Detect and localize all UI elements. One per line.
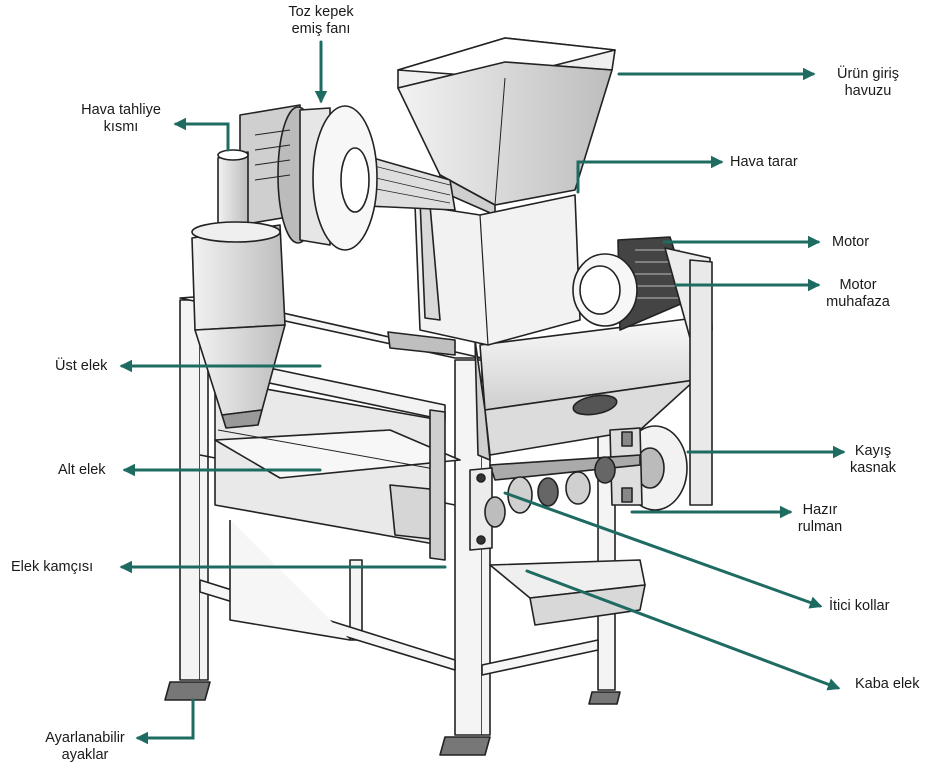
pulley-assembly bbox=[609, 425, 688, 511]
label-kayis-kasnak: Kayış kasnak bbox=[838, 443, 908, 477]
arrow-hava-tahliye bbox=[173, 117, 230, 152]
label-motor-muhafaza: Motor muhafaza bbox=[818, 277, 898, 311]
shaft-bearings bbox=[469, 454, 641, 551]
callout-arrows bbox=[119, 40, 846, 745]
label-kayis-kasnak-line2: kasnak bbox=[850, 460, 896, 476]
label-ayarlanabilir-line2: ayaklar bbox=[61, 747, 109, 763]
label-urun-giris-line1: Ürün giriş bbox=[836, 66, 900, 82]
label-itici-kollar: İtici kollar bbox=[829, 598, 890, 614]
label-kaba-elek: Kaba elek bbox=[855, 676, 920, 692]
label-hava-tahliye-line1: Hava tahliye bbox=[81, 102, 161, 118]
label-motor: Motor bbox=[832, 234, 870, 250]
cyclone bbox=[191, 149, 286, 429]
label-hava-tahliye-kismi: Hava tahliye kısmı bbox=[66, 102, 176, 136]
label-ust-elek: Üst elek bbox=[55, 358, 108, 374]
screen-box bbox=[214, 364, 646, 626]
label-motor-muhafaza-line1: Motor bbox=[839, 277, 877, 293]
label-elek-kamcisi: Elek kamçısı bbox=[11, 559, 94, 575]
label-hava-tarar: Hava tarar bbox=[730, 154, 798, 170]
label-motor-muhafaza-line2: muhafaza bbox=[826, 294, 890, 310]
arrow-kaba-elek bbox=[525, 569, 841, 691]
main-housing bbox=[474, 317, 696, 461]
label-hava-tahliye-line2: kısmı bbox=[103, 119, 139, 135]
air-channel bbox=[387, 194, 581, 356]
label-toz-kepek-line2: emiş fanı bbox=[291, 21, 351, 37]
hopper bbox=[397, 37, 616, 216]
label-kayis-kasnak-line1: Kayış bbox=[854, 443, 892, 459]
label-urun-giris-havuzu: Ürün giriş havuzu bbox=[818, 66, 918, 100]
arrow-itici-kollar bbox=[503, 491, 823, 609]
label-toz-kepek-line1: Toz kepek bbox=[288, 4, 354, 20]
label-hazir-rulman-line1: Hazır bbox=[802, 502, 838, 518]
machine-illustration bbox=[164, 37, 713, 756]
motor bbox=[572, 236, 713, 506]
label-toz-kepek-emis-fani: Toz kepek emiş fanı bbox=[276, 4, 366, 38]
label-ayarlanabilir-line1: Ayarlanabilir bbox=[45, 730, 125, 746]
label-ayarlanabilir-ayaklar: Ayarlanabilir ayaklar bbox=[30, 730, 140, 764]
label-hazir-rulman-line2: rulman bbox=[797, 519, 843, 535]
label-hazir-rulman: Hazır rulman bbox=[790, 502, 850, 536]
arrow-hava-tarar bbox=[576, 155, 724, 194]
label-urun-giris-line2: havuzu bbox=[844, 83, 892, 99]
arrow-ayarlanabilir bbox=[135, 698, 195, 745]
dust-fan bbox=[239, 104, 378, 251]
label-alt-elek: Alt elek bbox=[58, 462, 106, 478]
